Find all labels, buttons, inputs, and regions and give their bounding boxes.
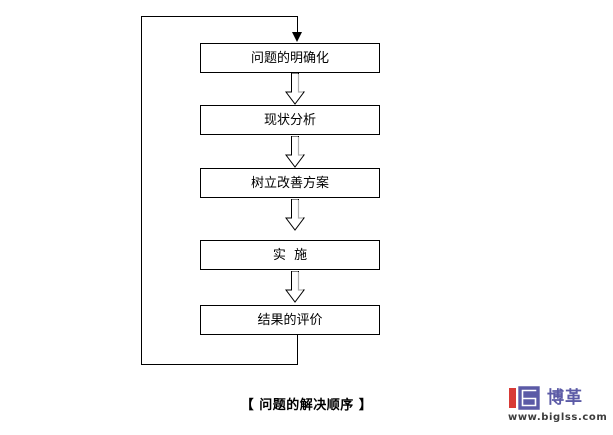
process-box-label: 问题的明确化 — [250, 50, 329, 66]
process-box-step-1[interactable]: 问题的明确化 — [200, 43, 380, 73]
brand-name: 博革 — [547, 387, 583, 408]
feedback-loop-segment-right — [141, 16, 298, 17]
watermark-logo: 博革 www.biglss.com — [508, 386, 608, 428]
brand-mark-icon — [509, 386, 540, 410]
feedback-loop-segment-down — [297, 335, 298, 365]
process-box-label: 树立改善方案 — [250, 175, 329, 191]
down-block-arrow-icon — [283, 199, 307, 231]
process-box-step-3[interactable]: 树立改善方案 — [200, 168, 380, 198]
process-box-step-4[interactable]: 实 施 — [200, 240, 380, 270]
brand-url: www.biglss.com — [508, 412, 608, 423]
process-box-step-2[interactable]: 现状分析 — [200, 105, 380, 135]
feedback-loop-arrowhead-icon — [292, 32, 302, 42]
down-block-arrow-icon — [283, 271, 307, 303]
logo-row: 博革 — [508, 386, 608, 410]
process-box-step-5[interactable]: 结果的评价 — [200, 305, 380, 335]
process-box-label: 实 施 — [272, 247, 308, 263]
process-box-label: 结果的评价 — [257, 312, 323, 328]
down-block-arrow-icon — [283, 73, 307, 105]
feedback-loop-segment-up — [141, 16, 142, 365]
figure-caption: 【 问题的解决顺序 】 — [240, 398, 373, 413]
down-block-arrow-icon — [283, 136, 307, 168]
process-box-label: 现状分析 — [263, 112, 316, 128]
feedback-loop-stem — [297, 16, 298, 34]
feedback-loop-segment-left — [141, 364, 298, 365]
